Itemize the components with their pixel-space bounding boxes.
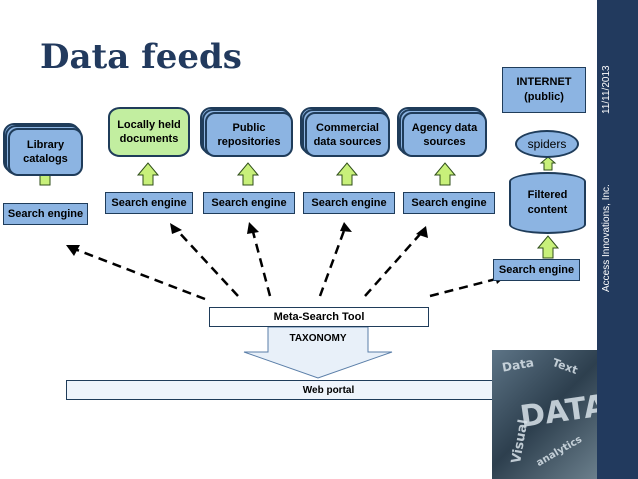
green-arrows (33, 156, 560, 259)
up-arrow-filtered (536, 235, 560, 259)
search-engine-filtered: Search engine (493, 259, 580, 281)
source-commercial-data-sources: Commercial data sources (305, 112, 390, 157)
search-engine-local: Search engine (105, 192, 193, 214)
search-engine-commercial: Search engine (303, 192, 395, 214)
source-locally-held-documents: Locally held documents (108, 107, 190, 157)
sidebar-date: 11/11/2013 (601, 65, 612, 114)
data-wordcloud-image: DATA Visual analytics Text Data (492, 350, 597, 479)
up-arrow-agency (433, 162, 457, 186)
up-arrow-local (136, 162, 160, 186)
sidebar-company: Access Innovations, Inc. (601, 184, 612, 292)
taxonomy-label: TAXONOMY (289, 333, 347, 344)
source-agency-data-sources: Agency data sources (402, 112, 487, 157)
dashed-arrows (71, 227, 501, 301)
up-arrow-commercial (335, 162, 359, 186)
internet-subtitle: (public) (524, 91, 564, 103)
internet-box: INTERNET (public) (502, 67, 586, 113)
filtered-line2: content (527, 204, 568, 216)
thumb-word-text: Text (550, 355, 580, 378)
thumb-word-visual: Visual (509, 418, 532, 465)
thumb-word-analytics: analytics (534, 434, 585, 469)
sidebar (597, 0, 638, 479)
search-engine-public: Search engine (203, 192, 295, 214)
up-arrow-public (236, 162, 260, 186)
filtered-content-box: Filtered content (509, 172, 586, 234)
search-engine-agency: Search engine (403, 192, 495, 214)
search-engine-library: Search engine (3, 203, 88, 225)
thumb-word-data-2: Data (501, 355, 535, 375)
source-public-repositories: Public repositories (205, 112, 293, 157)
spiders-node: spiders (515, 130, 579, 158)
filtered-line1: Filtered (527, 189, 568, 201)
internet-title: INTERNET (516, 76, 572, 88)
meta-search-tool: Meta-Search Tool (209, 307, 429, 327)
arrowheads (66, 222, 507, 284)
source-library-catalogs: Library catalogs (8, 128, 83, 176)
slide-title: Data feeds (40, 37, 242, 77)
taxonomy-arrow (243, 326, 393, 379)
up-arrow-spiders (539, 156, 557, 171)
